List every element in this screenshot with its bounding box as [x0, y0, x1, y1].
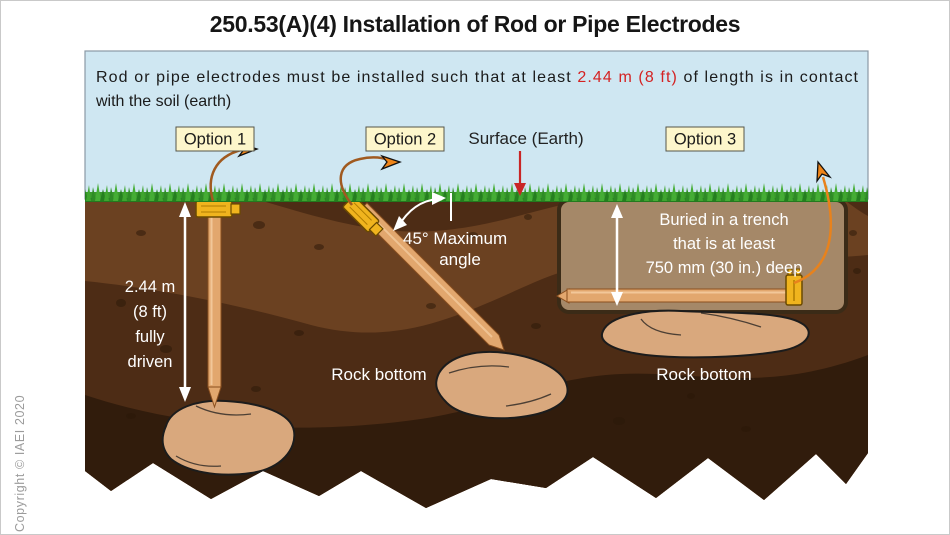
ground-rod-vertical	[207, 197, 222, 409]
conductor-arrow-icon-option2	[380, 154, 402, 171]
trench-text-line3: 750 mm (30 in.) deep	[646, 259, 803, 277]
intro-highlight: 2.44 m (8 ft)	[577, 69, 676, 86]
depth-text-line3: fully	[135, 328, 165, 346]
rock-option3	[600, 309, 810, 359]
option3-label: Option 3	[665, 126, 745, 152]
rock-option2	[435, 350, 569, 420]
trench-depth-arrow	[611, 204, 623, 306]
angle-text-line2: angle	[439, 250, 481, 269]
trench-text-line1: Buried in a trench	[659, 211, 788, 229]
grounding-conductor-option1	[209, 148, 242, 202]
soil-layer-darkest	[85, 355, 868, 508]
rock-bottom-label-option3: Rock bottom	[656, 365, 751, 384]
svg-text:Option 2: Option 2	[374, 131, 436, 149]
depth-text-line2: (8 ft)	[133, 303, 167, 321]
option2-label: Option 2	[365, 126, 445, 152]
surface-earth-label: Surface (Earth)	[468, 129, 583, 148]
intro-line1: Rod or pipe electrodes must be installed…	[96, 69, 859, 86]
surface-pointer-arrow-icon	[514, 151, 526, 196]
ground-rod-angled	[356, 202, 505, 351]
conductor-arrow-icon-option3	[816, 160, 832, 184]
rock-bottom-label-option2: Rock bottom	[331, 365, 426, 384]
angle-indicator-arrow	[393, 192, 452, 231]
rod-clamp-option1	[195, 200, 241, 218]
rod-clamp-option2	[342, 197, 384, 237]
ground-rod-horizontal	[556, 288, 794, 304]
soil-speckles	[116, 214, 861, 432]
trench-text-line2: that is at least	[673, 235, 775, 253]
depth-text-line4: driven	[128, 353, 173, 371]
option1-label: Option 1	[175, 126, 255, 152]
intro-line2: with the soil (earth)	[95, 93, 231, 110]
soil-cross-section	[85, 197, 868, 508]
depth-dimension-arrow	[179, 202, 191, 402]
depth-text-line1: 2.44 m	[125, 278, 175, 296]
sky-background	[84, 50, 869, 200]
rock-option1	[161, 399, 296, 476]
grass-strip	[85, 181, 868, 202]
page-title: 250.53(A)(4) Installation of Rod or Pipe…	[209, 11, 741, 37]
svg-text:Option 1: Option 1	[184, 131, 246, 149]
svg-text:Option 3: Option 3	[674, 131, 736, 149]
angle-text-line1: 45° Maximum	[403, 229, 507, 248]
grounding-conductor-option3	[793, 176, 833, 285]
